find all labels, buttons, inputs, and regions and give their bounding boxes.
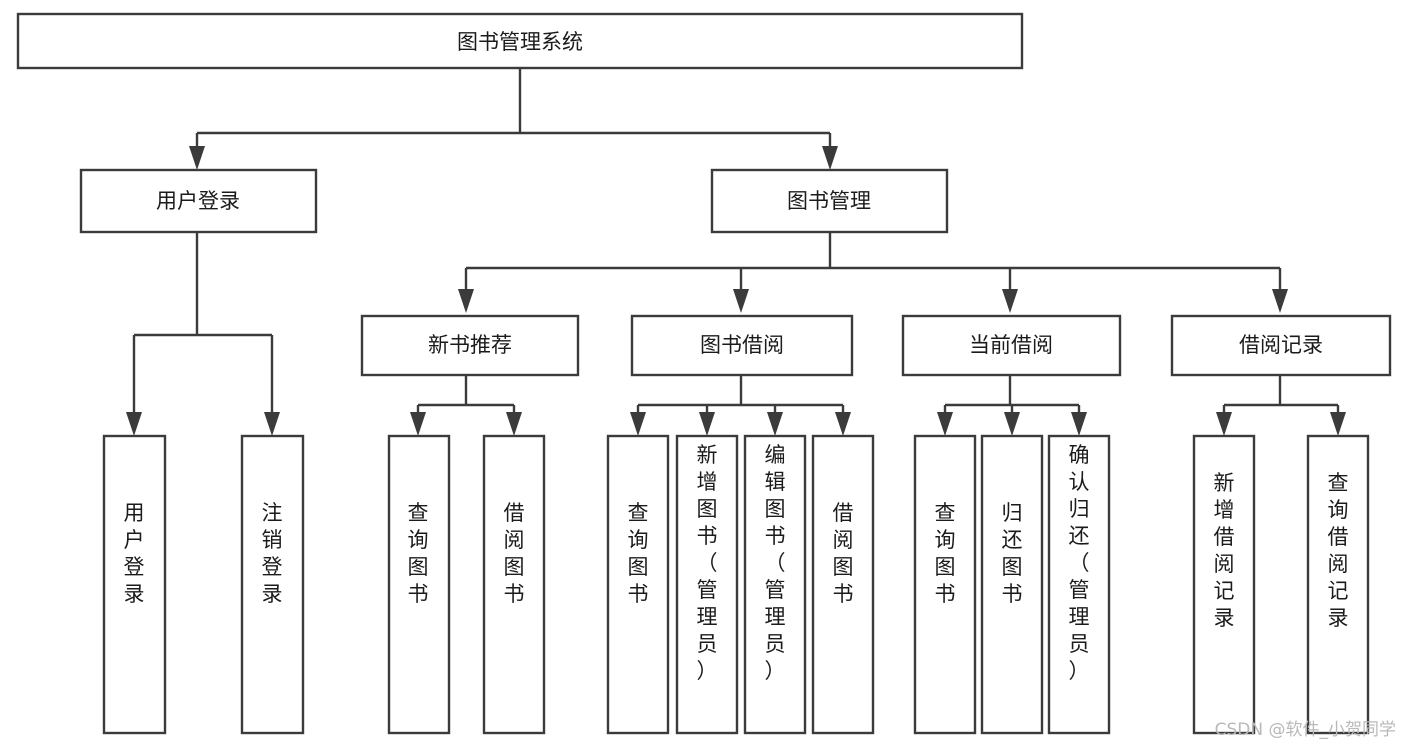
arrow-head-currentborrow-leaf-2: [1004, 412, 1020, 436]
arrow-head-bookborrow-leaf-4: [835, 412, 851, 436]
leaf-currentborrow-return-book-box[interactable]: [980, 434, 1044, 735]
arrow-head-currentborrow-leaf-3: [1071, 412, 1087, 436]
leaf-currentborrow-query-book[interactable]: 查询图书: [913, 434, 977, 735]
leaf-currentborrow-confirm-return[interactable]: 确认归还（管理员）: [1047, 434, 1111, 735]
node-borrow-record[interactable]: 借阅记录: [1170, 314, 1392, 377]
leaf-currentborrow-query-book-box[interactable]: [913, 434, 977, 735]
leaf-bookborrow-add-book-box[interactable]: [675, 434, 739, 735]
arrow-head-bookborrow-leaf-1: [630, 412, 646, 436]
arrow-head-borrow-record: [1272, 289, 1288, 313]
node-new-book-recommend-label: 新书推荐: [428, 333, 512, 357]
leaf-newbook-borrow-book-box[interactable]: [482, 434, 546, 735]
node-new-book-recommend-box[interactable]: [360, 314, 580, 377]
arrow-head-bookborrow-leaf-3: [767, 412, 783, 436]
node-user-login[interactable]: 用户登录: [79, 168, 318, 234]
leaf-borrowrecord-query-record[interactable]: 查询借阅记录: [1306, 434, 1370, 735]
node-current-borrow[interactable]: 当前借阅: [901, 314, 1122, 377]
leaf-logout-label: 注销登录: [262, 501, 283, 606]
node-root-label: 图书管理系统: [457, 30, 583, 54]
leaf-bookborrow-query-book[interactable]: 查询图书: [606, 434, 670, 735]
arrow-head-borrowrecord-leaf-1: [1216, 412, 1232, 436]
node-root-box[interactable]: [16, 12, 1024, 70]
leaf-newbook-query-book-label: 查询图书: [408, 501, 429, 606]
node-root[interactable]: 图书管理系统: [16, 12, 1024, 70]
leaf-borrowrecord-query-record-box[interactable]: [1306, 434, 1370, 735]
node-book-manage-label: 图书管理: [787, 189, 871, 213]
leaf-bookborrow-query-book-box[interactable]: [606, 434, 670, 735]
leaf-borrowrecord-add-record-box[interactable]: [1192, 434, 1256, 735]
arrow-head-currentborrow-leaf-1: [937, 412, 953, 436]
leaf-bookborrow-borrow-book-label: 借阅图书: [833, 501, 854, 606]
leaf-bookborrow-edit-book-box[interactable]: [743, 434, 807, 735]
node-book-manage-box[interactable]: [710, 168, 949, 234]
leaf-bookborrow-borrow-book[interactable]: 借阅图书: [811, 434, 875, 735]
leaf-borrowrecord-add-record-label: 新增借阅记录: [1214, 471, 1235, 630]
node-new-book-recommend[interactable]: 新书推荐: [360, 314, 580, 377]
leaf-bookborrow-query-book-label: 查询图书: [628, 501, 649, 606]
leaf-logout[interactable]: 注销登录: [240, 434, 305, 735]
arrow-head-book-manage: [822, 146, 838, 170]
leaf-borrowrecord-query-record-label: 查询借阅记录: [1328, 471, 1349, 630]
leaf-user-login-label: 用户登录: [124, 501, 145, 606]
arrow-head-newbook-leaf-1: [410, 412, 426, 436]
node-borrow-record-label: 借阅记录: [1239, 333, 1323, 357]
arrow-head-leaf-user-login: [126, 412, 142, 436]
node-book-borrow[interactable]: 图书借阅: [630, 314, 854, 377]
csdn-watermark: CSDN @软件_小贺同学: [1215, 720, 1396, 740]
leaf-newbook-borrow-book-label: 借阅图书: [504, 501, 525, 606]
leaf-bookborrow-edit-book[interactable]: 编辑图书（管理员）: [743, 434, 807, 735]
leaf-user-login-box[interactable]: [102, 434, 167, 735]
leaf-newbook-query-book-box[interactable]: [387, 434, 451, 735]
leaf-borrowrecord-add-record[interactable]: 新增借阅记录: [1192, 434, 1256, 735]
arrow-head-borrowrecord-leaf-2: [1330, 412, 1346, 436]
leaf-bookborrow-edit-book-label: 编辑图书（管理员）: [765, 443, 786, 683]
leaf-currentborrow-confirm-return-box[interactable]: [1047, 434, 1111, 735]
node-user-login-label: 用户登录: [156, 189, 240, 213]
leaf-user-login[interactable]: 用户登录: [102, 434, 167, 735]
leaf-currentborrow-return-book-label: 归还图书: [1002, 501, 1023, 606]
node-book-borrow-label: 图书借阅: [700, 333, 784, 357]
leaf-logout-box[interactable]: [240, 434, 305, 735]
connector-layer: [126, 68, 1346, 436]
arrow-head-current-borrow: [1002, 289, 1018, 313]
leaf-currentborrow-confirm-return-label: 确认归还（管理员）: [1069, 443, 1090, 683]
leaf-bookborrow-add-book[interactable]: 新增图书（管理员）: [675, 434, 739, 735]
leaf-bookborrow-add-book-label: 新增图书（管理员）: [697, 443, 718, 683]
leaf-currentborrow-return-book[interactable]: 归还图书: [980, 434, 1044, 735]
arrow-head-user-login: [189, 146, 205, 170]
leaf-currentborrow-query-book-label: 查询图书: [935, 501, 956, 606]
node-current-borrow-box[interactable]: [901, 314, 1122, 377]
arrow-head-new-book: [458, 289, 474, 313]
leaf-bookborrow-borrow-book-box[interactable]: [811, 434, 875, 735]
arrow-head-bookborrow-leaf-2: [699, 412, 715, 436]
node-borrow-record-box[interactable]: [1170, 314, 1392, 377]
node-book-borrow-box[interactable]: [630, 314, 854, 377]
arrow-head-newbook-leaf-2: [506, 412, 522, 436]
leaf-newbook-query-book[interactable]: 查询图书: [387, 434, 451, 735]
node-book-manage[interactable]: 图书管理: [710, 168, 949, 234]
node-user-login-box[interactable]: [79, 168, 318, 234]
leaf-newbook-borrow-book[interactable]: 借阅图书: [482, 434, 546, 735]
node-current-borrow-label: 当前借阅: [969, 333, 1053, 357]
arrow-head-book-borrow: [733, 289, 749, 313]
arrow-head-leaf-logout: [264, 412, 280, 436]
